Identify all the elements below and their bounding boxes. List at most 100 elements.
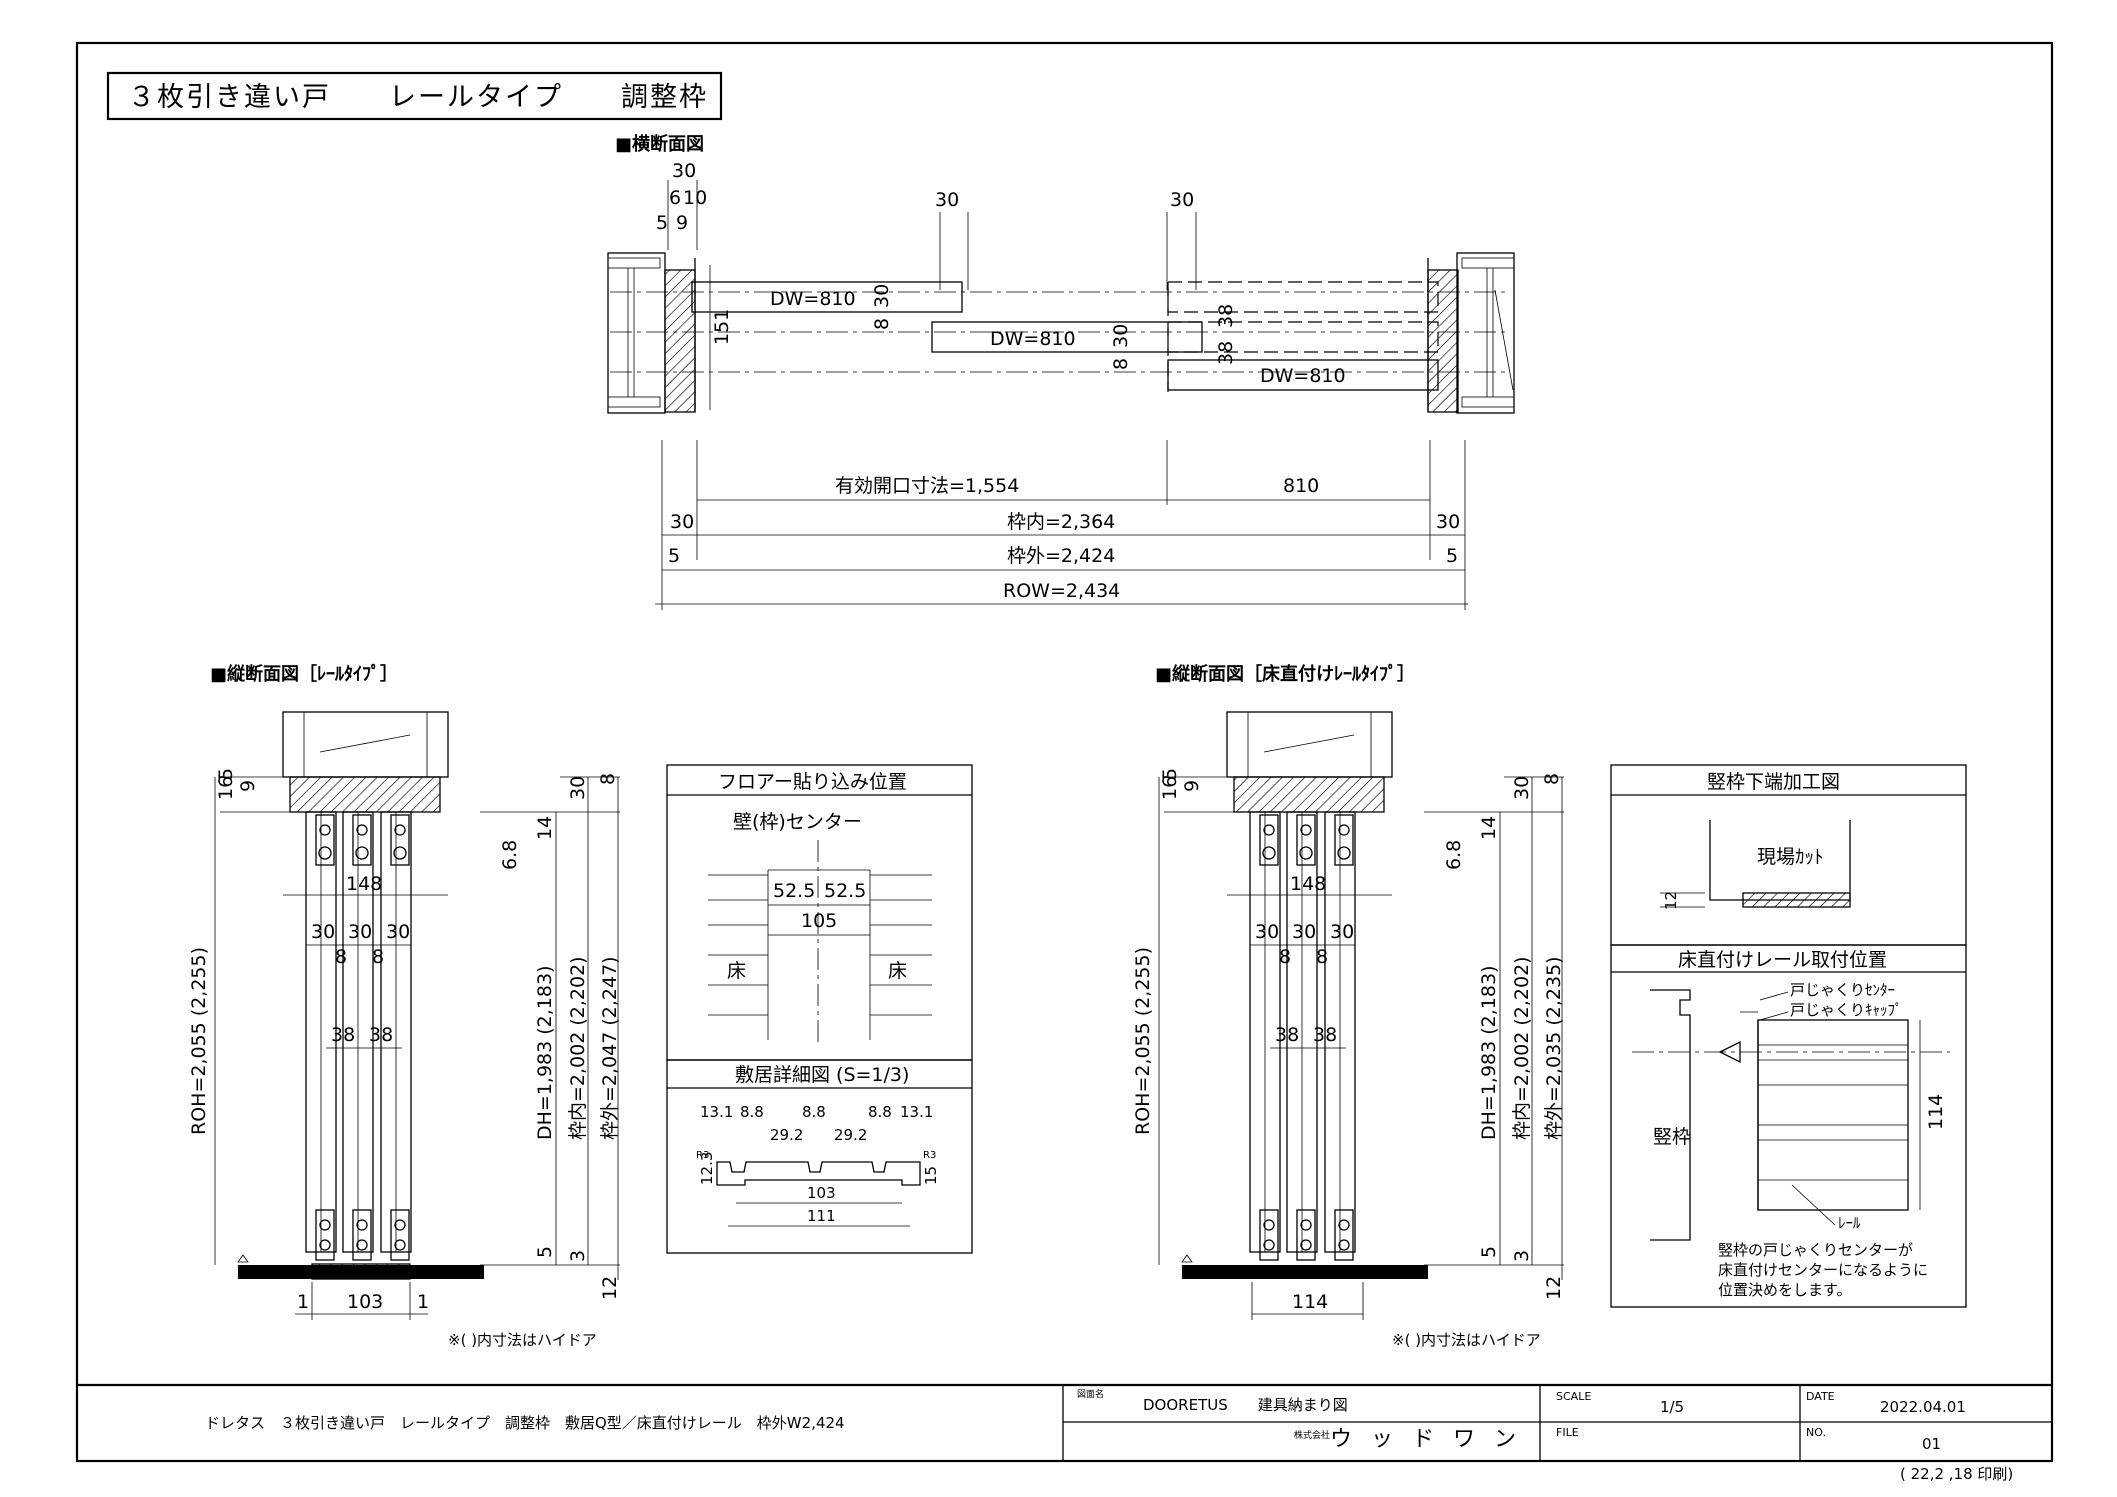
sill-m2: 29.2	[834, 1126, 867, 1144]
right-waku-out: 枠外=2,035 (2,235)	[1543, 956, 1565, 1140]
sheet-border	[75, 41, 2054, 1463]
tb-no: 01	[1922, 1435, 1941, 1453]
left-bottom-1a: 1	[297, 1291, 309, 1313]
left-dim-3: 3	[567, 1250, 589, 1262]
right-roh: ROH=2,055 (2,255)	[1132, 947, 1154, 1135]
left-bottom-1b: 1	[417, 1291, 429, 1313]
left-dim-5b: 5	[534, 1246, 556, 1258]
left-dim-8a: 8	[335, 946, 347, 968]
right-dim-148: 148	[1290, 873, 1326, 895]
row-dim: ROW=2,434	[1003, 580, 1120, 602]
sill-d4: 8.8	[868, 1103, 892, 1121]
plan-dim-5: 5	[656, 212, 668, 234]
frame-inner: 枠内=2,364	[1007, 511, 1115, 533]
print-stamp: ( 22,2 ,18 印刷)	[1900, 1465, 2013, 1483]
tb-date-label: DATE	[1806, 1390, 1835, 1403]
left-dim-38b: 38	[369, 1024, 393, 1046]
floor-d3: 105	[801, 910, 837, 932]
sill-box: 敷居詳細図 (S=1/3) 13.1 8.8 8.8 8.8 13.1 29.2…	[666, 1059, 973, 1254]
plan-dim-8-v2: 8	[1110, 358, 1132, 370]
left-dim-30a: 30	[311, 921, 335, 943]
section-left-heading: ■縦断面図［ﾚｰﾙﾀｲﾌﾟ］	[210, 663, 398, 685]
right-dim-9: 9	[1181, 780, 1203, 792]
frame-box-title: 竪枠下端加工図	[1707, 771, 1840, 793]
right-dim-38b: 38	[1313, 1024, 1337, 1046]
left-dim-8b: 8	[372, 946, 384, 968]
door-2-label: DW=810	[990, 328, 1076, 350]
tb-company: ウ ッ ド ワ ン	[1330, 1427, 1522, 1452]
right-dim-5b: 5	[1478, 1246, 1500, 1258]
plan-dim-38-v1: 38	[1215, 304, 1237, 328]
floor-left: 床	[727, 960, 746, 982]
right-dim-8b: 8	[1316, 946, 1328, 968]
sill-w1: 103	[807, 1184, 836, 1202]
plan-dim-30c: 30	[1170, 189, 1194, 211]
right-bottom-114: 114	[1292, 1291, 1328, 1313]
tb-file-label: FILE	[1556, 1426, 1579, 1439]
plan-heading: ■横断面図	[615, 133, 704, 155]
left-waku-in: 枠内=2,002 (2,202)	[567, 956, 589, 1140]
left-dim-14: 14	[534, 816, 556, 840]
right-dh: DH=1,983 (2,183)	[1478, 966, 1500, 1141]
right-dim-8: 8	[1541, 773, 1563, 785]
left-note: ※( )内寸法はハイドア	[448, 1331, 597, 1349]
left-dh: DH=1,983 (2,183)	[534, 966, 556, 1141]
rail-label2: 戸じゃくりｷｬｯﾌﾟ	[1790, 1001, 1903, 1019]
left-dim-12: 12	[599, 1276, 621, 1300]
rail-note1: 竪枠の戸じゃくりセンターが	[1718, 1241, 1913, 1259]
right-dim-38a: 38	[1275, 1024, 1299, 1046]
floor-box-title: フロアー貼り込み位置	[718, 771, 907, 793]
left-dim-5: 5	[215, 768, 237, 780]
right-dim-16: 16	[1159, 776, 1181, 800]
right-dim-8a: 8	[1279, 946, 1291, 968]
floor-box-center: 壁(枠)センター	[733, 811, 862, 833]
tb-description: ドレタス ３枚引き違い戸 レールタイプ 調整枠 敷居Q型／床直付けレール 枠外W…	[205, 1414, 845, 1432]
rail-label1: 戸じゃくりｾﾝﾀｰ	[1790, 981, 1895, 999]
right-dim-30b: 30	[1292, 921, 1316, 943]
sill-d2: 8.8	[740, 1103, 764, 1121]
tb-scale-label: SCALE	[1556, 1390, 1591, 1403]
plan-end-5-left: 5	[668, 545, 680, 567]
door-1-label: DW=810	[770, 288, 856, 310]
tb-scale: 1/5	[1660, 1398, 1684, 1416]
sheet-title: ３枚引き違い戸 レールタイプ 調整枠	[128, 82, 708, 113]
door-width: 810	[1283, 475, 1319, 497]
left-dim-68: 6.8	[499, 840, 521, 870]
right-dim-14: 14	[1478, 816, 1500, 840]
left-dim-38a: 38	[331, 1024, 355, 1046]
plan-section: ■横断面図 30 6 10 5 9 30 30	[607, 133, 1515, 610]
section-right-heading: ■縦断面図［床直付けﾚｰﾙﾀｲﾌﾟ］	[1155, 663, 1415, 685]
frame-box-cut: 現場ｶｯﾄ	[1757, 846, 1824, 868]
right-dim-30: 30	[1511, 776, 1533, 800]
tb-date: 2022.04.01	[1880, 1398, 1966, 1416]
left-roh: ROH=2,055 (2,255)	[188, 947, 210, 1135]
sill-d5: 13.1	[900, 1103, 933, 1121]
right-dim-30a: 30	[1255, 921, 1279, 943]
title-block: ドレタス ３枚引き違い戸 レールタイプ 調整枠 敷居Q型／床直付けレール 枠外W…	[77, 1383, 2052, 1461]
title-box: ３枚引き違い戸 レールタイプ 調整枠	[106, 71, 723, 121]
left-waku-out: 枠外=2,047 (2,247)	[599, 956, 621, 1140]
plan-dim-30a: 30	[672, 160, 696, 182]
rail-note2: 床直付けセンターになるように	[1718, 1261, 1928, 1279]
sill-d1: 13.1	[700, 1103, 733, 1121]
left-dim-9: 9	[237, 780, 259, 792]
door-2	[931, 321, 1203, 353]
door-1	[691, 281, 963, 313]
frame-box: 竪枠下端加工図 現場ｶｯﾄ 12	[1610, 764, 1967, 946]
frame-outer: 枠外=2,424	[1007, 545, 1115, 567]
rail-114: 114	[1925, 1094, 1947, 1130]
section-right: ■縦断面図［床直付けﾚｰﾙﾀｲﾌﾟ］ 148 30 30 30 8 8	[1132, 663, 1565, 1349]
right-note: ※( )内寸法はハイドア	[1392, 1331, 1541, 1349]
left-dim-30: 30	[567, 776, 589, 800]
sill-d3: 8.8	[802, 1103, 826, 1121]
plan-dim-9: 9	[676, 212, 688, 234]
sill-h-right: 15	[922, 1166, 940, 1185]
sill-r-left: R3	[696, 1150, 709, 1161]
left-dim-16: 16	[215, 776, 237, 800]
rail-box-title: 床直付けレール取付位置	[1678, 949, 1887, 971]
right-waku-in: 枠内=2,002 (2,202)	[1511, 956, 1533, 1140]
plan-end-30-right: 30	[1436, 511, 1460, 533]
left-bottom-103: 103	[347, 1291, 383, 1313]
plan-dim-30-v1: 30	[871, 284, 893, 308]
effective-opening: 有効開口寸法=1,554	[835, 475, 1019, 497]
